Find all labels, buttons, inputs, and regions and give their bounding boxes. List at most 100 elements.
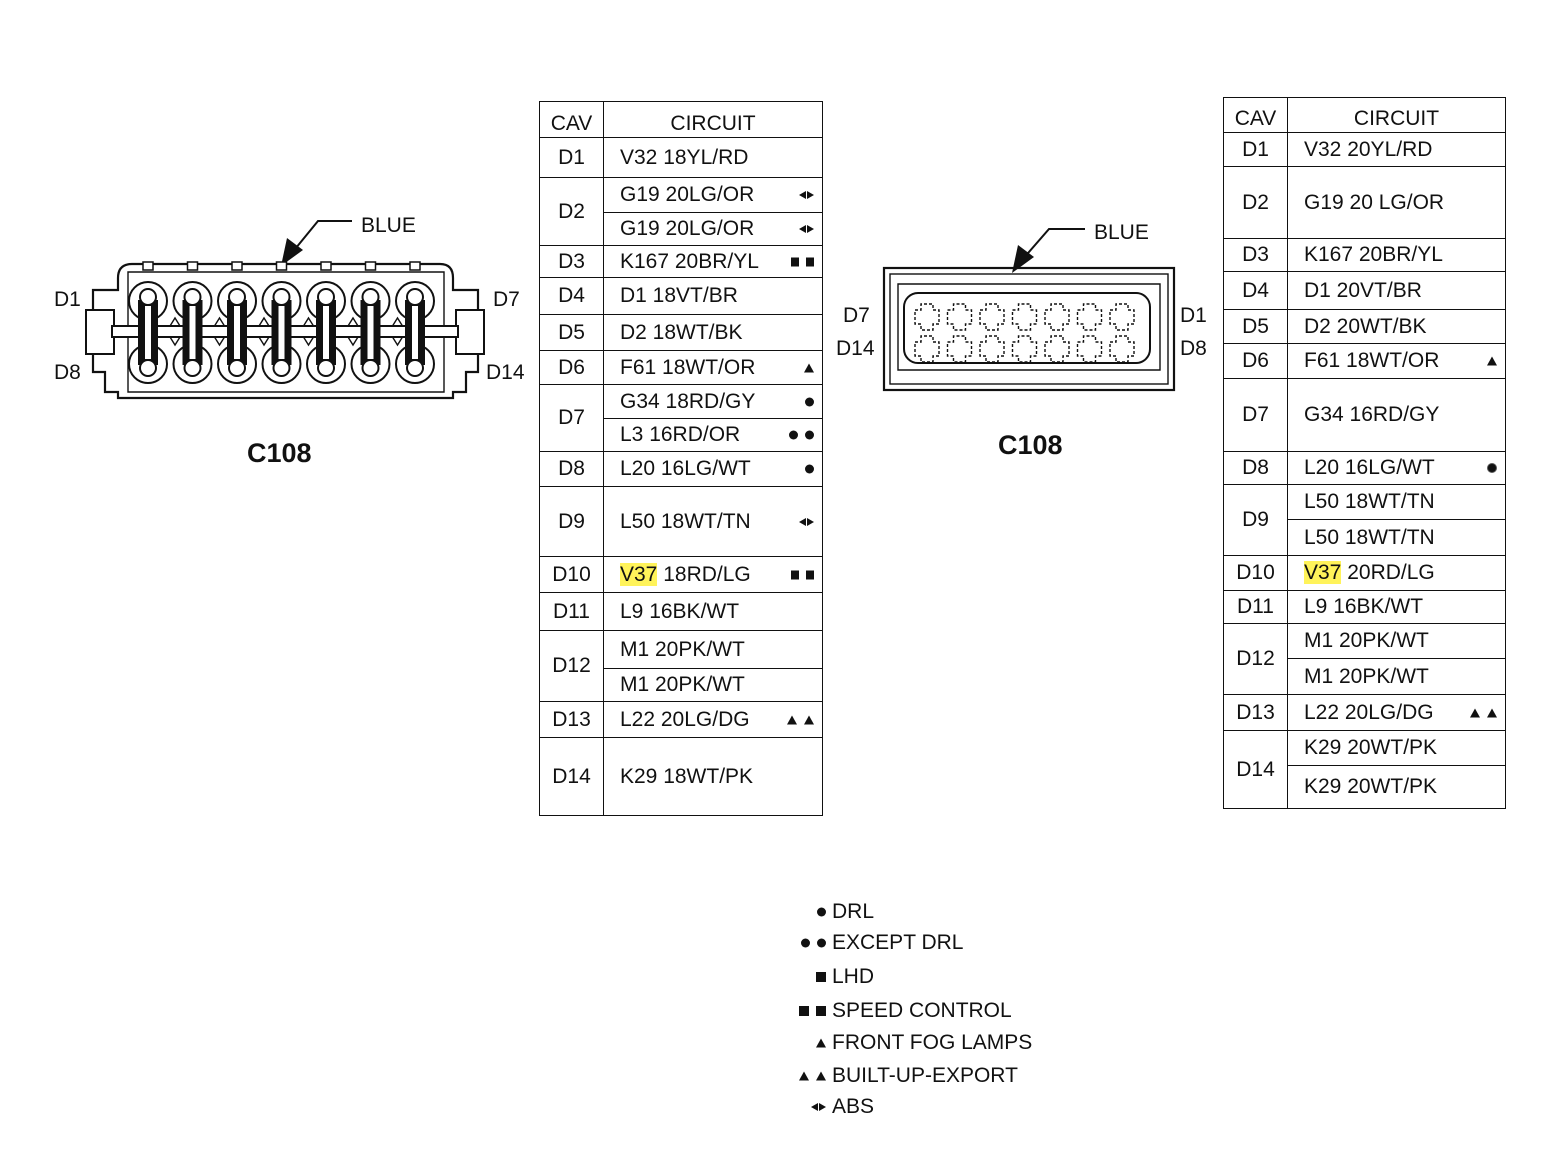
table-row: D11 L9 16BK/WT [539,592,823,631]
circuit-cell: L50 18WT/TN [1287,519,1506,556]
circuit-text: L20 16LG/WT [620,457,751,480]
legend-symbol [816,972,826,982]
cavity-cell: D6 [1223,343,1288,379]
circuit-text: K29 20WT/PK [1304,775,1438,798]
circuit-cell: L50 18WT/TN [603,486,823,557]
cavity-cell: D4 [1223,271,1288,310]
dot-icon [1487,463,1497,473]
circuit-text: K167 20BR/YL [620,249,759,273]
dot-icon [817,907,826,917]
circuit-cell: L9 16BK/WT [1287,590,1506,624]
legend-label: FRONT FOG LAMPS [832,1031,1033,1054]
option-symbol [791,570,814,579]
circuit-cell: K29 18WT/PK [603,737,823,816]
triangle-icon [816,1038,826,1048]
circuit-text: V32 18YL/RD [620,145,749,169]
square-icon [806,570,814,579]
circuit-cell: G34 18RD/GY [603,384,823,419]
right-connector-drawing [882,228,1176,392]
circuit-cell: K29 20WT/PK [1287,765,1506,809]
triangle-icon [799,1071,809,1081]
circuit-gauge-color: 18RD/LG [657,562,751,586]
dot-icon [817,938,826,948]
circuit-text: D2 20WT/BK [1304,314,1427,338]
terminal-cavity [946,303,973,331]
circuit-cell: V32 18YL/RD [603,137,823,178]
circuit-text: D2 18WT/BK [620,320,743,344]
right-connector-color-label: BLUE [1094,221,1149,244]
circuit-cell: D1 20VT/BR [1287,271,1506,310]
option-symbol [791,257,814,266]
cavity-cell: D11 [539,592,604,631]
right-pin-label-bottom-right: D8 [1180,337,1207,360]
circuit-text: L22 20LG/DG [1304,700,1434,724]
terminal-cavity [979,335,1005,363]
circuit-text: L22 20LG/DG [620,707,750,731]
right-connector-title: C108 [998,430,1063,460]
circuit-text: L50 18WT/TN [1304,490,1435,513]
circuit-text: K167 20BR/YL [1304,243,1443,266]
terminal-cavity [1109,303,1135,331]
circuit-text: G19 20 LG/OR [1304,190,1445,214]
cavity-cell: D9 [539,486,604,557]
circuit-cell: G19 20 LG/OR [1287,166,1506,239]
cavity-cell: D3 [1223,238,1288,272]
circuit-text: G19 20LG/OR [620,183,755,206]
option-symbol [799,517,814,526]
legend-item: ABS [780,1093,1080,1121]
circuit-cell: V32 20YL/RD [1287,132,1506,167]
left-pin-label-top-left: D1 [54,288,81,311]
circuit-text: M1 20PK/WT [620,637,745,661]
terminal-pin [217,261,270,384]
circuit-text: V37 20RD/LG [1304,561,1435,585]
legend-symbol [799,1071,826,1081]
triangle-icon [804,363,814,372]
terminal-cavity [946,335,973,363]
circuit-text: L20 16LG/WT [1304,456,1435,479]
table-row: D3 K167 20BR/YL [539,245,823,278]
circuit-cell: D2 20WT/BK [1287,309,1506,344]
legend-item: FRONT FOG LAMPS [780,1029,1080,1057]
cavity-cell: D3 [539,245,604,278]
circuit-text: G19 20LG/OR [620,217,755,240]
circuit-cell: L9 16BK/WT [603,592,823,631]
cav-header: CAV [1223,97,1288,133]
legend-item: BUILT-UP-EXPORT [780,1062,1080,1090]
legend-symbol [816,1038,826,1048]
circuit-text: L50 18WT/TN [620,509,751,533]
circuit-text: D1 20VT/BR [1304,278,1422,302]
cavity-cell: D10 [539,556,604,593]
cavity-cell: D14 [1223,730,1288,809]
terminal-cavity [979,303,1005,331]
circuit-cell: D2 18WT/BK [603,314,823,351]
circuit-cell: M1 20PK/WT [1287,658,1506,695]
circuit-cell: D1 18VT/BR [603,277,823,315]
left-connector-drawing [85,220,485,400]
circuit-text: L9 16BK/WT [620,599,740,623]
right-pin-label-top-left: D7 [843,304,870,327]
dot-icon [789,430,798,440]
terminal-cavity [1044,335,1070,363]
table-row: L50 18WT/TN [1224,519,1506,556]
table-row: L3 16RD/OR [540,418,823,452]
circuit-text: D1 18VT/BR [620,284,738,307]
abs-arrows-icon [799,517,814,526]
cavity-cell: D11 [1223,590,1288,624]
terminal-cavity [1076,335,1103,363]
circuit-text: M1 20PK/WT [1304,629,1429,652]
table-row: M1 20PK/WT [1224,658,1506,695]
left-connector-color-label: BLUE [361,214,416,237]
circuit-header: CIRCUIT [603,101,823,138]
circuit-text: G34 18RD/GY [620,389,756,413]
left-connector-title: C108 [247,438,312,468]
